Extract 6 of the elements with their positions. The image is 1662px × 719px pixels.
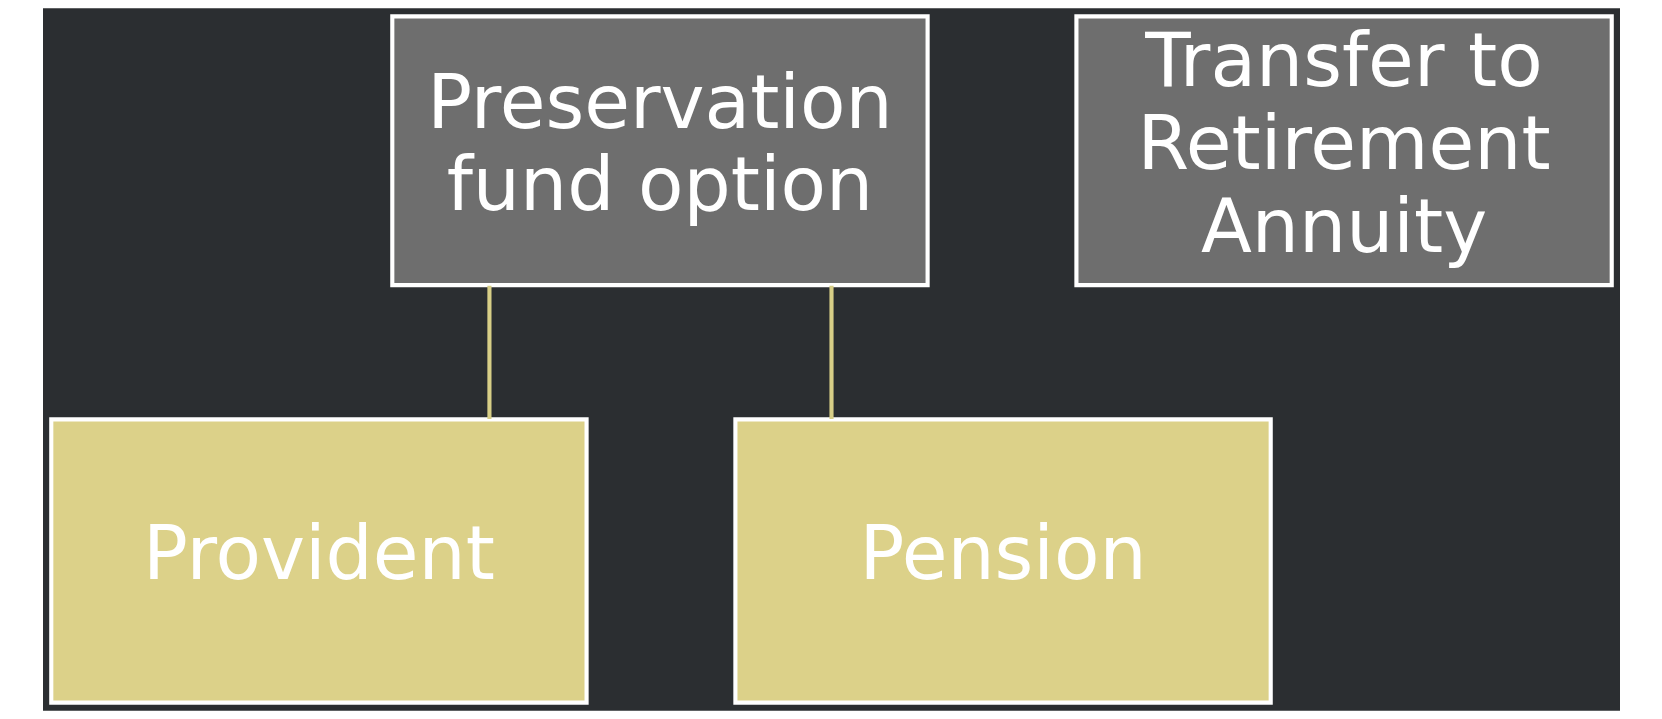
node-box: Transfer to Retirement Annuity [1073, 14, 1614, 288]
node-box: Provident [48, 417, 589, 705]
node-box: Preservation fund option [389, 14, 930, 288]
connector [486, 285, 491, 419]
connector [828, 285, 834, 419]
node-box: Pension [732, 417, 1273, 705]
